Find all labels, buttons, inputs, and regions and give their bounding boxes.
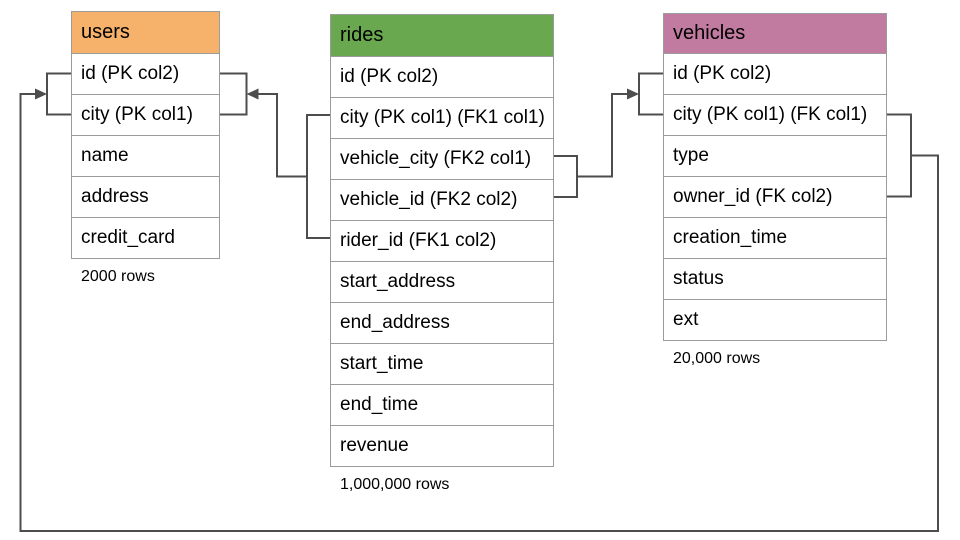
column-label: id (PK col2) <box>81 63 180 84</box>
column-rides-vehicle_city[interactable]: vehicle_city (FK2 col1) <box>331 138 553 179</box>
bracket-rides-right <box>554 155 578 198</box>
column-label: end_time <box>340 394 419 415</box>
column-label: owner_id (FK col2) <box>673 186 833 207</box>
column-label: credit_card <box>81 227 175 248</box>
column-label: end_address <box>340 312 450 333</box>
arrowhead-rides-fk1-users <box>246 88 259 100</box>
column-users-id[interactable]: id (PK col2) <box>72 53 219 94</box>
arrowhead-rides-fk2-vehicles <box>627 88 639 100</box>
connector-rides-fk2-vehicles[interactable] <box>554 72 663 198</box>
column-vehicles-type[interactable]: type <box>664 135 886 176</box>
column-label: status <box>673 268 724 289</box>
column-users-credit_card[interactable]: credit_card <box>72 217 219 258</box>
column-vehicles-id[interactable]: id (PK col2) <box>664 53 886 94</box>
connector-path <box>19 93 939 532</box>
arrowhead-vehicles-fk-users <box>35 88 47 100</box>
column-label: id (PK col2) <box>673 63 772 84</box>
bracket-vehicles-left <box>638 72 663 116</box>
table-users-columns: id (PK col2) city (PK col1) name address cre… <box>72 53 219 258</box>
table-rides-columns: id (PK col2) city (PK col1) (FK1 col1) veh… <box>331 56 553 466</box>
column-label: creation_time <box>673 227 788 248</box>
column-users-city[interactable]: city (PK col1) <box>72 94 219 135</box>
bracket-rides-left <box>306 114 330 239</box>
column-vehicles-status[interactable]: status <box>664 258 886 299</box>
column-label: start_address <box>340 271 456 292</box>
table-vehicles-title: vehicles <box>673 22 746 44</box>
column-label: type <box>673 145 709 166</box>
bracket-users-right <box>220 72 248 116</box>
connector-rides-fk1-users[interactable] <box>220 72 330 239</box>
bracket-users-left <box>46 72 71 116</box>
table-rides-box: rides id (PK col2) city (PK col1) (FK1 co… <box>330 14 554 467</box>
column-rides-rider_id[interactable]: rider_id (FK1 col2) <box>331 220 553 261</box>
column-rides-revenue[interactable]: revenue <box>331 425 553 466</box>
table-vehicles[interactable]: vehicles id (PK col2) city (PK col1) (FK … <box>663 13 887 368</box>
table-users-header[interactable]: users <box>72 12 219 53</box>
column-label: vehicle_id (FK2 col2) <box>340 189 518 210</box>
connector-path <box>258 93 307 178</box>
table-vehicles-box: vehicles id (PK col2) city (PK col1) (FK … <box>663 13 887 341</box>
column-rides-end_address[interactable]: end_address <box>331 302 553 343</box>
column-vehicles-owner_id[interactable]: owner_id (FK col2) <box>664 176 886 217</box>
table-users-rowcount: 2000 rows <box>81 268 155 285</box>
column-vehicles-creation_time[interactable]: creation_time <box>664 217 886 258</box>
column-label: ext <box>673 309 699 330</box>
connector-path <box>577 93 627 178</box>
column-vehicles-ext[interactable]: ext <box>664 299 886 340</box>
column-label: city (PK col1) (FK col1) <box>673 104 868 125</box>
column-rides-start_address[interactable]: start_address <box>331 261 553 302</box>
column-label: name <box>81 145 129 166</box>
column-rides-vehicle_id[interactable]: vehicle_id (FK2 col2) <box>331 179 553 220</box>
column-label: vehicle_city (FK2 col1) <box>340 148 532 169</box>
table-rides[interactable]: rides id (PK col2) city (PK col1) (FK1 co… <box>330 14 554 494</box>
table-rides-header[interactable]: rides <box>331 15 553 56</box>
column-vehicles-city[interactable]: city (PK col1) (FK col1) <box>664 94 886 135</box>
column-rides-id[interactable]: id (PK col2) <box>331 56 553 97</box>
column-label: revenue <box>340 435 409 456</box>
column-label: city (PK col1) <box>81 104 193 125</box>
column-rides-start_time[interactable]: start_time <box>331 343 553 384</box>
table-users-title: users <box>81 21 130 43</box>
table-rides-rowcount: 1,000,000 rows <box>340 476 450 493</box>
column-rides-end_time[interactable]: end_time <box>331 384 553 425</box>
column-label: id (PK col2) <box>340 66 439 87</box>
table-vehicles-rowcount: 20,000 rows <box>673 350 761 367</box>
column-rides-city[interactable]: city (PK col1) (FK1 col1) <box>331 97 553 138</box>
bracket-vehicles-right <box>887 113 912 198</box>
column-label: city (PK col1) (FK1 col1) <box>340 107 545 128</box>
column-label: address <box>81 186 149 207</box>
column-users-address[interactable]: address <box>72 176 219 217</box>
table-vehicles-header[interactable]: vehicles <box>664 14 886 53</box>
column-label: rider_id (FK1 col2) <box>340 230 497 251</box>
table-vehicles-columns: id (PK col2) city (PK col1) (FK col1) type… <box>664 53 886 340</box>
column-users-name[interactable]: name <box>72 135 219 176</box>
column-label: start_time <box>340 353 424 374</box>
table-rides-title: rides <box>340 24 384 46</box>
table-users-box: users id (PK col2) city (PK col1) name addr… <box>71 11 220 259</box>
table-users[interactable]: users id (PK col2) city (PK col1) name addr… <box>71 11 220 286</box>
